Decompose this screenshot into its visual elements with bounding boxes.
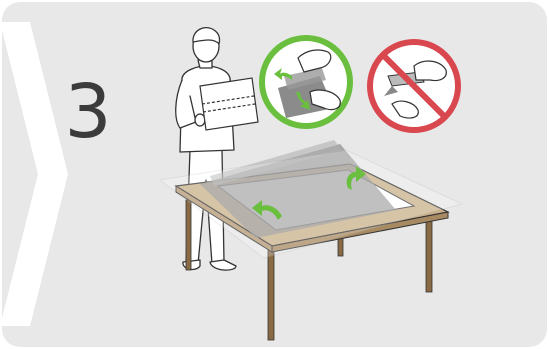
- person-figure: [176, 28, 236, 270]
- instruction-sheet: [200, 78, 258, 130]
- incorrect-method-callout: [370, 42, 458, 130]
- correct-method-callout: [262, 38, 350, 126]
